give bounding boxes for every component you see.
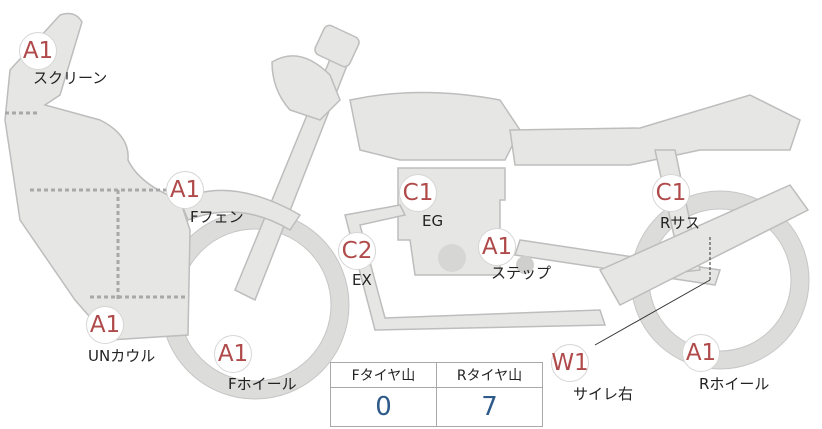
exhaust-pipe: [344, 204, 607, 331]
part-label-rear-suspension: Rサス: [660, 214, 701, 232]
front-tread-value: 0: [330, 387, 437, 427]
muffler: [598, 184, 810, 306]
damage-code-under-cowl: A1: [86, 306, 124, 344]
damage-code-engine: C1: [399, 174, 437, 212]
part-label-front-wheel: Fホイール: [228, 375, 297, 393]
step: [516, 256, 534, 274]
damage-code-step: A1: [478, 228, 516, 266]
seat: [509, 94, 801, 166]
front-fairing: [4, 12, 191, 341]
damage-code-rear-suspension: C1: [652, 174, 690, 212]
fuel-tank: [349, 91, 521, 161]
part-label-step: ステップ: [491, 264, 552, 282]
rear-tread-label: Rタイヤ山: [436, 362, 543, 388]
front-fender: [179, 189, 302, 232]
damage-code-front-wheel: A1: [214, 335, 252, 373]
leader-line: [594, 237, 711, 346]
part-label-front-fender: Fフェン: [190, 208, 244, 226]
part-label-rear-wheel: Rホイール: [699, 375, 770, 393]
part-label-engine: EG: [422, 212, 444, 230]
part-label-silencer-right: サイレ右: [573, 385, 634, 403]
tire-tread-table: Fタイヤ山 Rタイヤ山 0 7: [330, 362, 543, 427]
front-tread-label: Fタイヤ山: [330, 362, 437, 388]
part-label-screen: スクリーン: [33, 69, 108, 87]
headlight: [271, 55, 341, 121]
damage-code-front-fender: A1: [166, 171, 204, 209]
damage-code-screen: A1: [19, 32, 57, 70]
damage-code-silencer-right: W1: [551, 344, 589, 382]
damage-code-exhaust: C2: [338, 232, 376, 270]
rear-tread-value: 7: [436, 387, 543, 427]
part-label-under-cowl: UNカウル: [88, 347, 156, 365]
part-label-exhaust: EX: [352, 271, 372, 289]
damage-code-rear-wheel: A1: [682, 334, 720, 372]
